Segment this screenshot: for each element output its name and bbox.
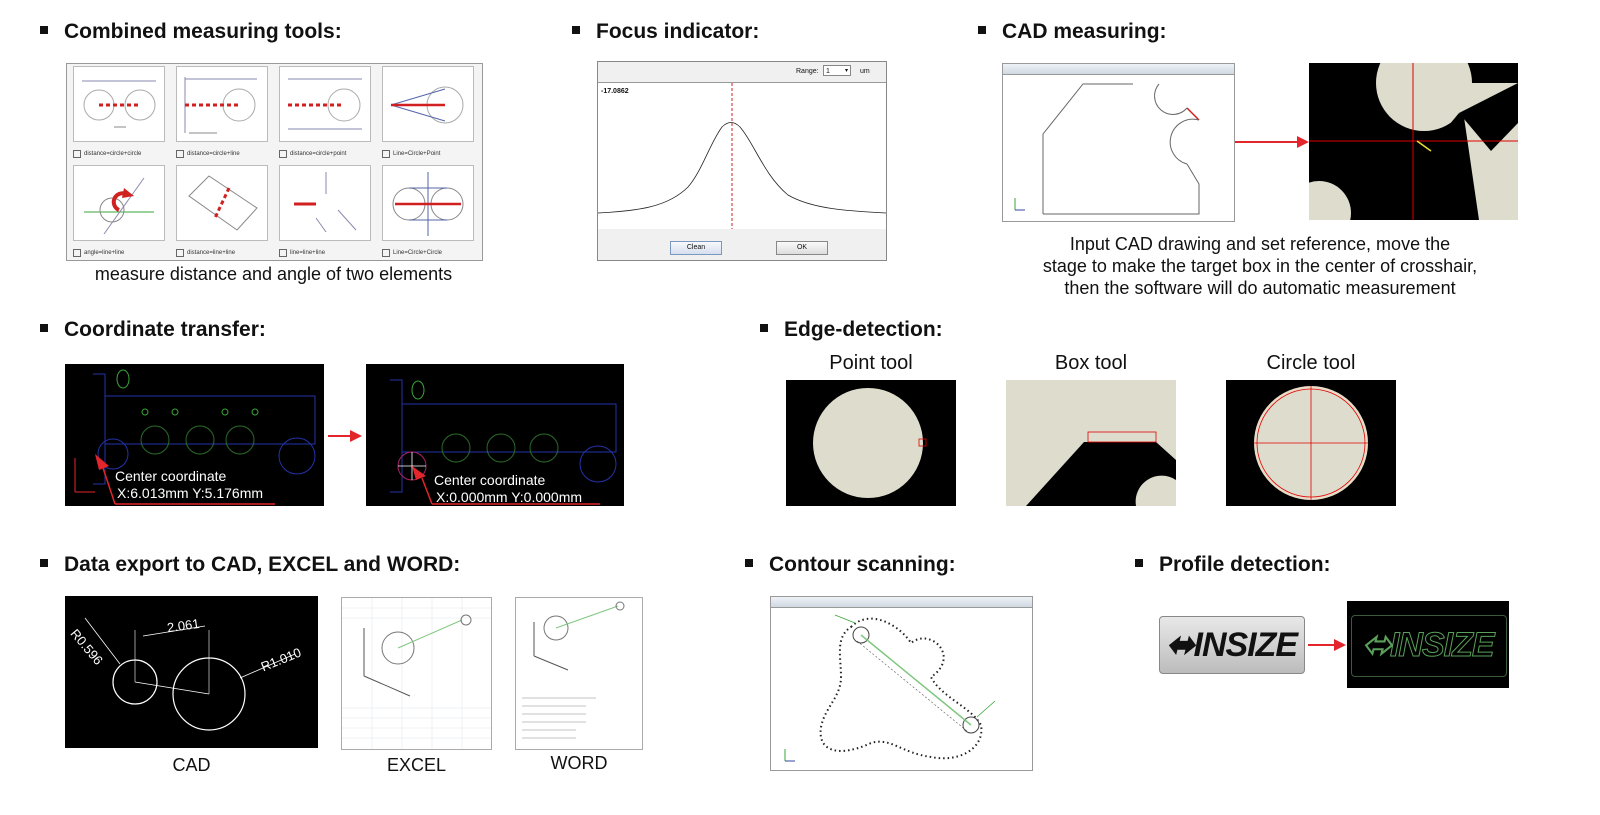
box-tool-view <box>1006 380 1176 506</box>
cad-drawing <box>1014 83 1200 215</box>
coordinate-before-view: Center coordinate X:6.013mm Y:5.176mm <box>65 364 324 506</box>
contour-heading: Contour scanning: <box>745 553 956 577</box>
after-center-label: Center coordinate <box>434 472 546 488</box>
bullet-square <box>760 324 768 333</box>
cad-measuring-heading: CAD measuring: <box>978 20 1167 44</box>
word-export-label: WORD <box>550 753 608 773</box>
double-arrow-icon: ⬌ <box>1362 626 1391 665</box>
before-center-value: X:6.013mm Y:5.176mm <box>117 485 264 501</box>
tool-distance-circle-line[interactable]: distance=circle+line <box>176 66 268 160</box>
cad-export-label: CAD <box>172 755 211 775</box>
tool-distance-circle-circle[interactable]: distance=circle+circle <box>73 66 165 160</box>
edge-heading: Edge-detection: <box>760 318 943 342</box>
tool-line-line-line[interactable]: line=line+line <box>279 165 371 259</box>
arrow-right-icon <box>1308 639 1346 651</box>
box-tool-label: Box tool <box>1054 352 1128 374</box>
contour-toolbar <box>771 597 1032 608</box>
tool-distance-circle-point[interactable]: distance=circle+point <box>279 66 371 160</box>
tool-distance-line-line[interactable]: distance=line+line <box>176 165 268 259</box>
combined-heading: Combined measuring tools: <box>40 20 342 44</box>
focus-plot: -17.0862 <box>598 83 886 229</box>
cad-toolbar <box>1003 64 1234 75</box>
range-select[interactable]: 1 ▾ <box>823 65 851 76</box>
coordinate-after-view: Center coordinate X:0.000mm Y:0.000mm <box>366 364 624 506</box>
logo-text: ⬌INSIZE <box>1166 626 1298 664</box>
point-tool-label: Point tool <box>829 352 913 374</box>
bullet-square <box>40 26 48 35</box>
tool-line-circle-point[interactable]: Line=Circle+Point <box>382 66 474 160</box>
export-excel-view <box>341 597 492 750</box>
cad-measuring-caption: Input CAD drawing and set reference, mov… <box>1042 234 1478 298</box>
profile-heading: Profile detection: <box>1135 553 1331 577</box>
logo-outline-text: ⬌INSIZE <box>1362 626 1495 665</box>
coordinate-heading: Coordinate transfer: <box>40 318 266 342</box>
cad-drawing-window <box>1002 63 1235 222</box>
export-heading: Data export to CAD, EXCEL and WORD: <box>40 553 460 577</box>
export-cad-view: R0.596 2.061 R1.010 <box>65 596 318 748</box>
profile-logo-detected: ⬌INSIZE <box>1347 601 1509 688</box>
clean-button[interactable]: Clean <box>670 241 722 255</box>
bullet-square <box>572 26 580 35</box>
combined-tools-panel: distance=circle+circle distance=circle+l… <box>66 63 483 261</box>
chevron-down-icon: ▾ <box>844 68 848 74</box>
arrow-right-icon <box>1235 136 1309 148</box>
tool-angle-line-line[interactable]: angle=line+line <box>73 165 165 259</box>
range-label: Range: <box>796 68 819 75</box>
excel-export-label: EXCEL <box>386 755 447 775</box>
export-word-view <box>515 597 643 750</box>
tool-line-circle-circle[interactable]: Line=Circle+Circle <box>382 165 474 259</box>
before-center-label: Center coordinate <box>115 468 227 484</box>
circle-tool-view <box>1226 380 1396 506</box>
ok-button[interactable]: OK <box>776 241 828 255</box>
bullet-square <box>40 559 48 568</box>
combined-caption: measure distance and angle of two elemen… <box>94 264 453 284</box>
bullet-square <box>1135 559 1143 568</box>
cad-camera-view <box>1309 63 1518 220</box>
focus-curve <box>598 83 886 229</box>
double-arrow-icon: ⬌ <box>1166 626 1194 664</box>
profile-logo-original: ⬌INSIZE <box>1159 616 1305 674</box>
after-center-value: X:0.000mm Y:0.000mm <box>436 489 583 505</box>
range-unit: um <box>860 68 870 75</box>
bullet-square <box>978 26 986 35</box>
focus-range-bar: Range: 1 ▾ um <box>598 62 886 83</box>
arrow-right-icon <box>328 430 362 442</box>
bullet-square <box>40 324 48 333</box>
point-tool-view <box>786 380 956 506</box>
bullet-square <box>745 559 753 568</box>
contour-drawing <box>784 614 996 762</box>
contour-window <box>770 596 1033 771</box>
focus-readout: -17.0862 <box>601 88 629 95</box>
focus-heading: Focus indicator: <box>572 20 759 44</box>
circle-tool-label: Circle tool <box>1266 352 1356 374</box>
focus-window: Range: 1 ▾ um -17.0862 Clean OK <box>597 61 887 261</box>
